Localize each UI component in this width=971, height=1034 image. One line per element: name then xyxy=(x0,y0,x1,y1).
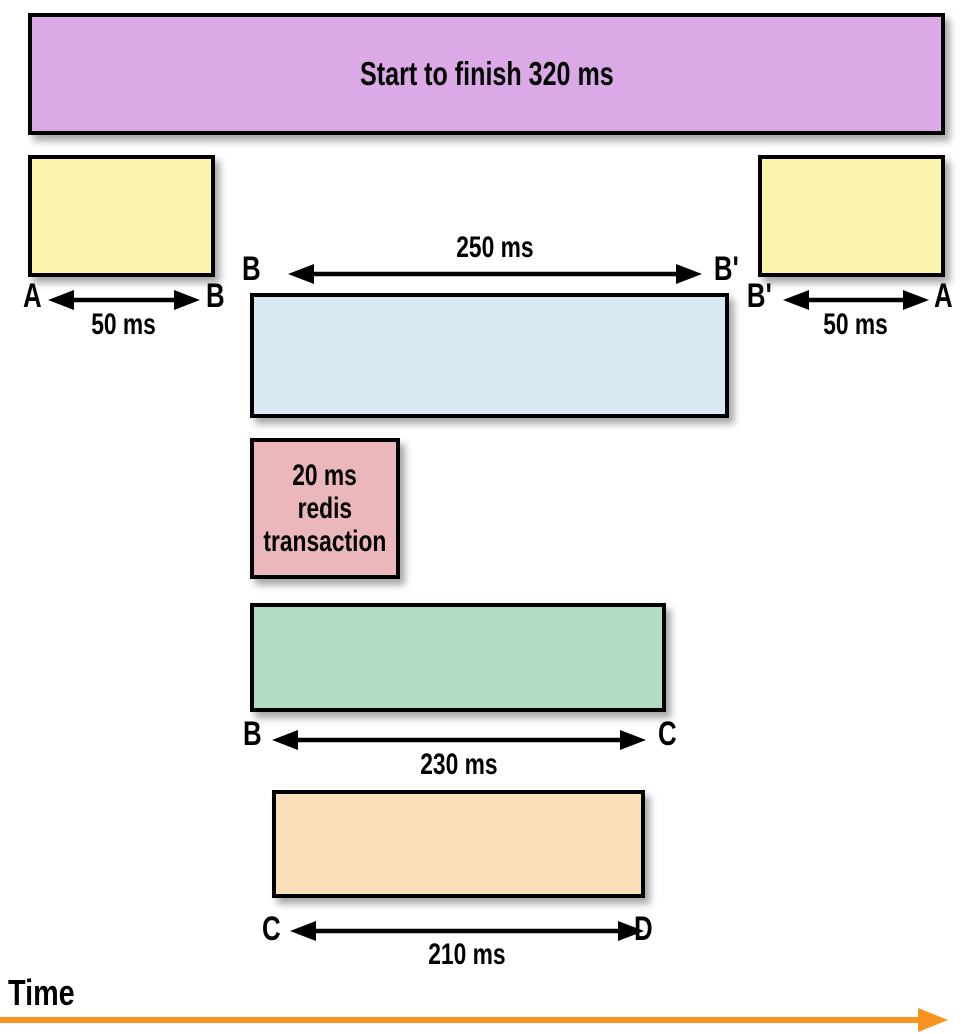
endpoint-label-a: A xyxy=(22,277,42,315)
response-network-box xyxy=(758,155,945,277)
double-arrow-icon xyxy=(288,264,702,284)
endpoint-label-c2: C xyxy=(261,910,281,948)
redis-box-line-1: 20 ms xyxy=(292,459,358,492)
time-axis-label: Time xyxy=(8,972,75,1013)
request-network-box xyxy=(28,155,215,277)
time-axis-arrow-icon xyxy=(0,1008,948,1032)
duration-label-bprimea: 50 ms xyxy=(823,308,889,341)
endpoint-label-c: C xyxy=(657,715,677,753)
total-duration-box: Start to finish 320 ms xyxy=(28,13,945,135)
orange-task-box xyxy=(272,790,645,898)
endpoint-label-b: B xyxy=(205,277,225,315)
endpoint-label-bprime2: B' xyxy=(746,277,772,315)
double-arrow-icon xyxy=(272,730,646,750)
double-arrow-icon xyxy=(48,290,200,310)
redis-transaction-box: 20 ms redis transaction xyxy=(250,438,400,579)
endpoint-label-bprime: B' xyxy=(713,250,739,288)
redis-box-line-3: transaction xyxy=(263,525,387,558)
double-arrow-icon xyxy=(290,921,644,941)
redis-box-line-2: redis xyxy=(297,492,353,525)
duration-label-cd: 210 ms xyxy=(428,938,506,971)
duration-label-ab: 50 ms xyxy=(91,308,157,341)
total-duration-label: Start to finish 320 ms xyxy=(359,55,614,92)
endpoint-label-b2: B xyxy=(241,250,261,288)
endpoint-label-d: D xyxy=(633,910,653,948)
endpoint-label-a2: A xyxy=(933,277,953,315)
green-task-box xyxy=(250,603,666,712)
duration-label-bbprime: 250 ms xyxy=(456,231,534,264)
duration-label-bc: 230 ms xyxy=(420,748,498,781)
double-arrow-icon xyxy=(783,290,929,310)
endpoint-label-b3: B xyxy=(242,715,262,753)
server-processing-box xyxy=(250,293,729,418)
